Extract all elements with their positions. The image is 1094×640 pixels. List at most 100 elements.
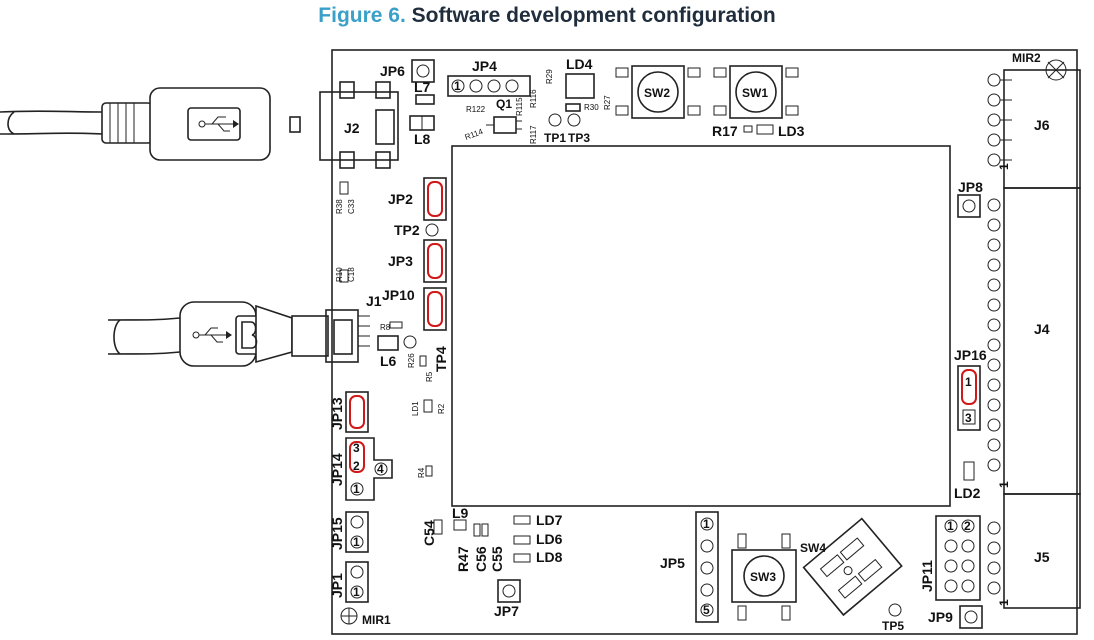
pin-jp14-4: 4 — [377, 462, 384, 476]
label-ld6: LD6 — [536, 531, 563, 547]
pin-jp1-1: 1 — [353, 585, 360, 599]
label-c55: C55 — [489, 546, 505, 572]
jp13-jumper — [345, 391, 369, 433]
label-sw3: SW3 — [750, 570, 776, 584]
label-mir1: MIR1 — [362, 613, 391, 627]
label-q1: Q1 — [496, 97, 512, 111]
label-jp3: JP3 — [388, 253, 413, 269]
sw3-button — [731, 549, 797, 603]
label-tp4: TP4 — [433, 346, 449, 372]
pin-jp14-1: 1 — [353, 482, 360, 496]
sw2-button — [631, 65, 685, 119]
label-jp14: JP14 — [329, 453, 345, 486]
label-r27: R27 — [603, 95, 612, 110]
label-r114: R114 — [464, 127, 485, 142]
pin-jp11-2: 2 — [964, 519, 971, 533]
pin-j4-1: 1 — [997, 481, 1011, 488]
label-r8: R8 — [380, 323, 391, 332]
figure-number: Figure 6. — [318, 4, 406, 27]
label-j2: J2 — [344, 120, 360, 136]
connector-j4 — [1003, 187, 1081, 495]
label-jp9: JP9 — [928, 609, 953, 625]
label-r30: R30 — [584, 103, 599, 112]
label-r4: R4 — [417, 467, 426, 478]
pin-jp5-1: 1 — [703, 517, 710, 531]
label-r38: R38 — [335, 199, 344, 214]
jp10-jumper — [423, 287, 447, 331]
label-c18: C18 — [347, 267, 356, 282]
label-jp8: JP8 — [958, 179, 983, 195]
sw1-button — [729, 65, 783, 119]
label-tp5: TP5 — [882, 619, 904, 633]
j4-pins — [987, 198, 1001, 472]
label-c56: C56 — [473, 546, 489, 572]
usb-b-glyph — [241, 321, 258, 349]
label-tp2: TP2 — [394, 222, 420, 238]
mini-usb-receptacle-j2 — [319, 81, 399, 169]
sw4-joystick — [802, 517, 903, 617]
label-ld4: LD4 — [566, 56, 593, 72]
label-c54: C54 — [421, 520, 437, 546]
jp6-pad — [411, 59, 435, 83]
label-r115: R115 — [515, 97, 524, 116]
label-jp5: JP5 — [660, 555, 685, 571]
label-ld7: LD7 — [536, 512, 563, 528]
label-jp15: JP15 — [329, 517, 345, 550]
label-jp4: JP4 — [472, 58, 497, 74]
label-sw2: SW2 — [644, 86, 670, 100]
j6-pins — [987, 73, 1012, 167]
usb-b-icon — [192, 327, 232, 343]
label-j4: J4 — [1034, 321, 1050, 337]
label-jp11: JP11 — [919, 560, 935, 592]
label-j5: J5 — [1034, 549, 1050, 565]
q1-transistor — [493, 116, 517, 134]
pin-j5-1: 1 — [997, 599, 1011, 606]
label-r26: R26 — [407, 353, 416, 368]
label-jp1: JP1 — [329, 573, 345, 598]
label-jp16: JP16 — [954, 347, 987, 363]
connector-j5 — [1003, 493, 1081, 609]
j5-pins — [987, 521, 1001, 595]
jp14-jumper — [345, 437, 393, 501]
label-r116: R116 — [529, 89, 538, 108]
label-sw1: SW1 — [742, 86, 768, 100]
label-j1: J1 — [366, 293, 382, 309]
label-jp13: JP13 — [329, 397, 345, 430]
label-r29: R29 — [545, 69, 554, 84]
pin-jp16-1: 1 — [965, 375, 972, 389]
label-r47: R47 — [455, 546, 471, 572]
pin-jp4-1: 1 — [454, 79, 461, 93]
label-l9: L9 — [452, 505, 469, 521]
figure-title: Figure 6. Software development configura… — [0, 4, 1094, 28]
label-c33: C33 — [347, 199, 356, 214]
pin-jp14-2: 2 — [353, 459, 360, 473]
jp3-jumper — [423, 239, 447, 283]
jp4-header — [447, 75, 531, 97]
label-ld2: LD2 — [954, 485, 981, 501]
pin-jp5-5: 5 — [703, 603, 710, 617]
label-tp1: TP1 — [544, 131, 566, 145]
label-jp10: JP10 — [382, 287, 415, 303]
board-outline — [331, 49, 1078, 635]
jp11-header — [935, 515, 981, 601]
pin-jp15-1: 1 — [353, 535, 360, 549]
label-jp7: JP7 — [494, 603, 519, 619]
usb-icon — [198, 116, 239, 132]
label-l7: L7 — [414, 79, 431, 95]
label-ld8: LD8 — [536, 549, 563, 565]
label-mir2: MIR2 — [1012, 51, 1041, 65]
figure-caption: Software development configuration — [411, 4, 776, 27]
usb-cable-bottom — [107, 301, 370, 367]
usb-cable-top — [0, 87, 301, 161]
pin-j6-1: 1 — [997, 163, 1011, 170]
jp5-header — [695, 511, 719, 623]
label-r2: R2 — [437, 403, 446, 414]
jp16-jumper — [957, 365, 981, 431]
label-ld1: LD1 — [411, 401, 420, 416]
pin-jp11-1: 1 — [947, 519, 954, 533]
pin-jp14-3: 3 — [353, 441, 360, 455]
label-r5: R5 — [425, 371, 434, 382]
label-l8: L8 — [414, 131, 431, 147]
label-r10: R10 — [335, 267, 344, 282]
